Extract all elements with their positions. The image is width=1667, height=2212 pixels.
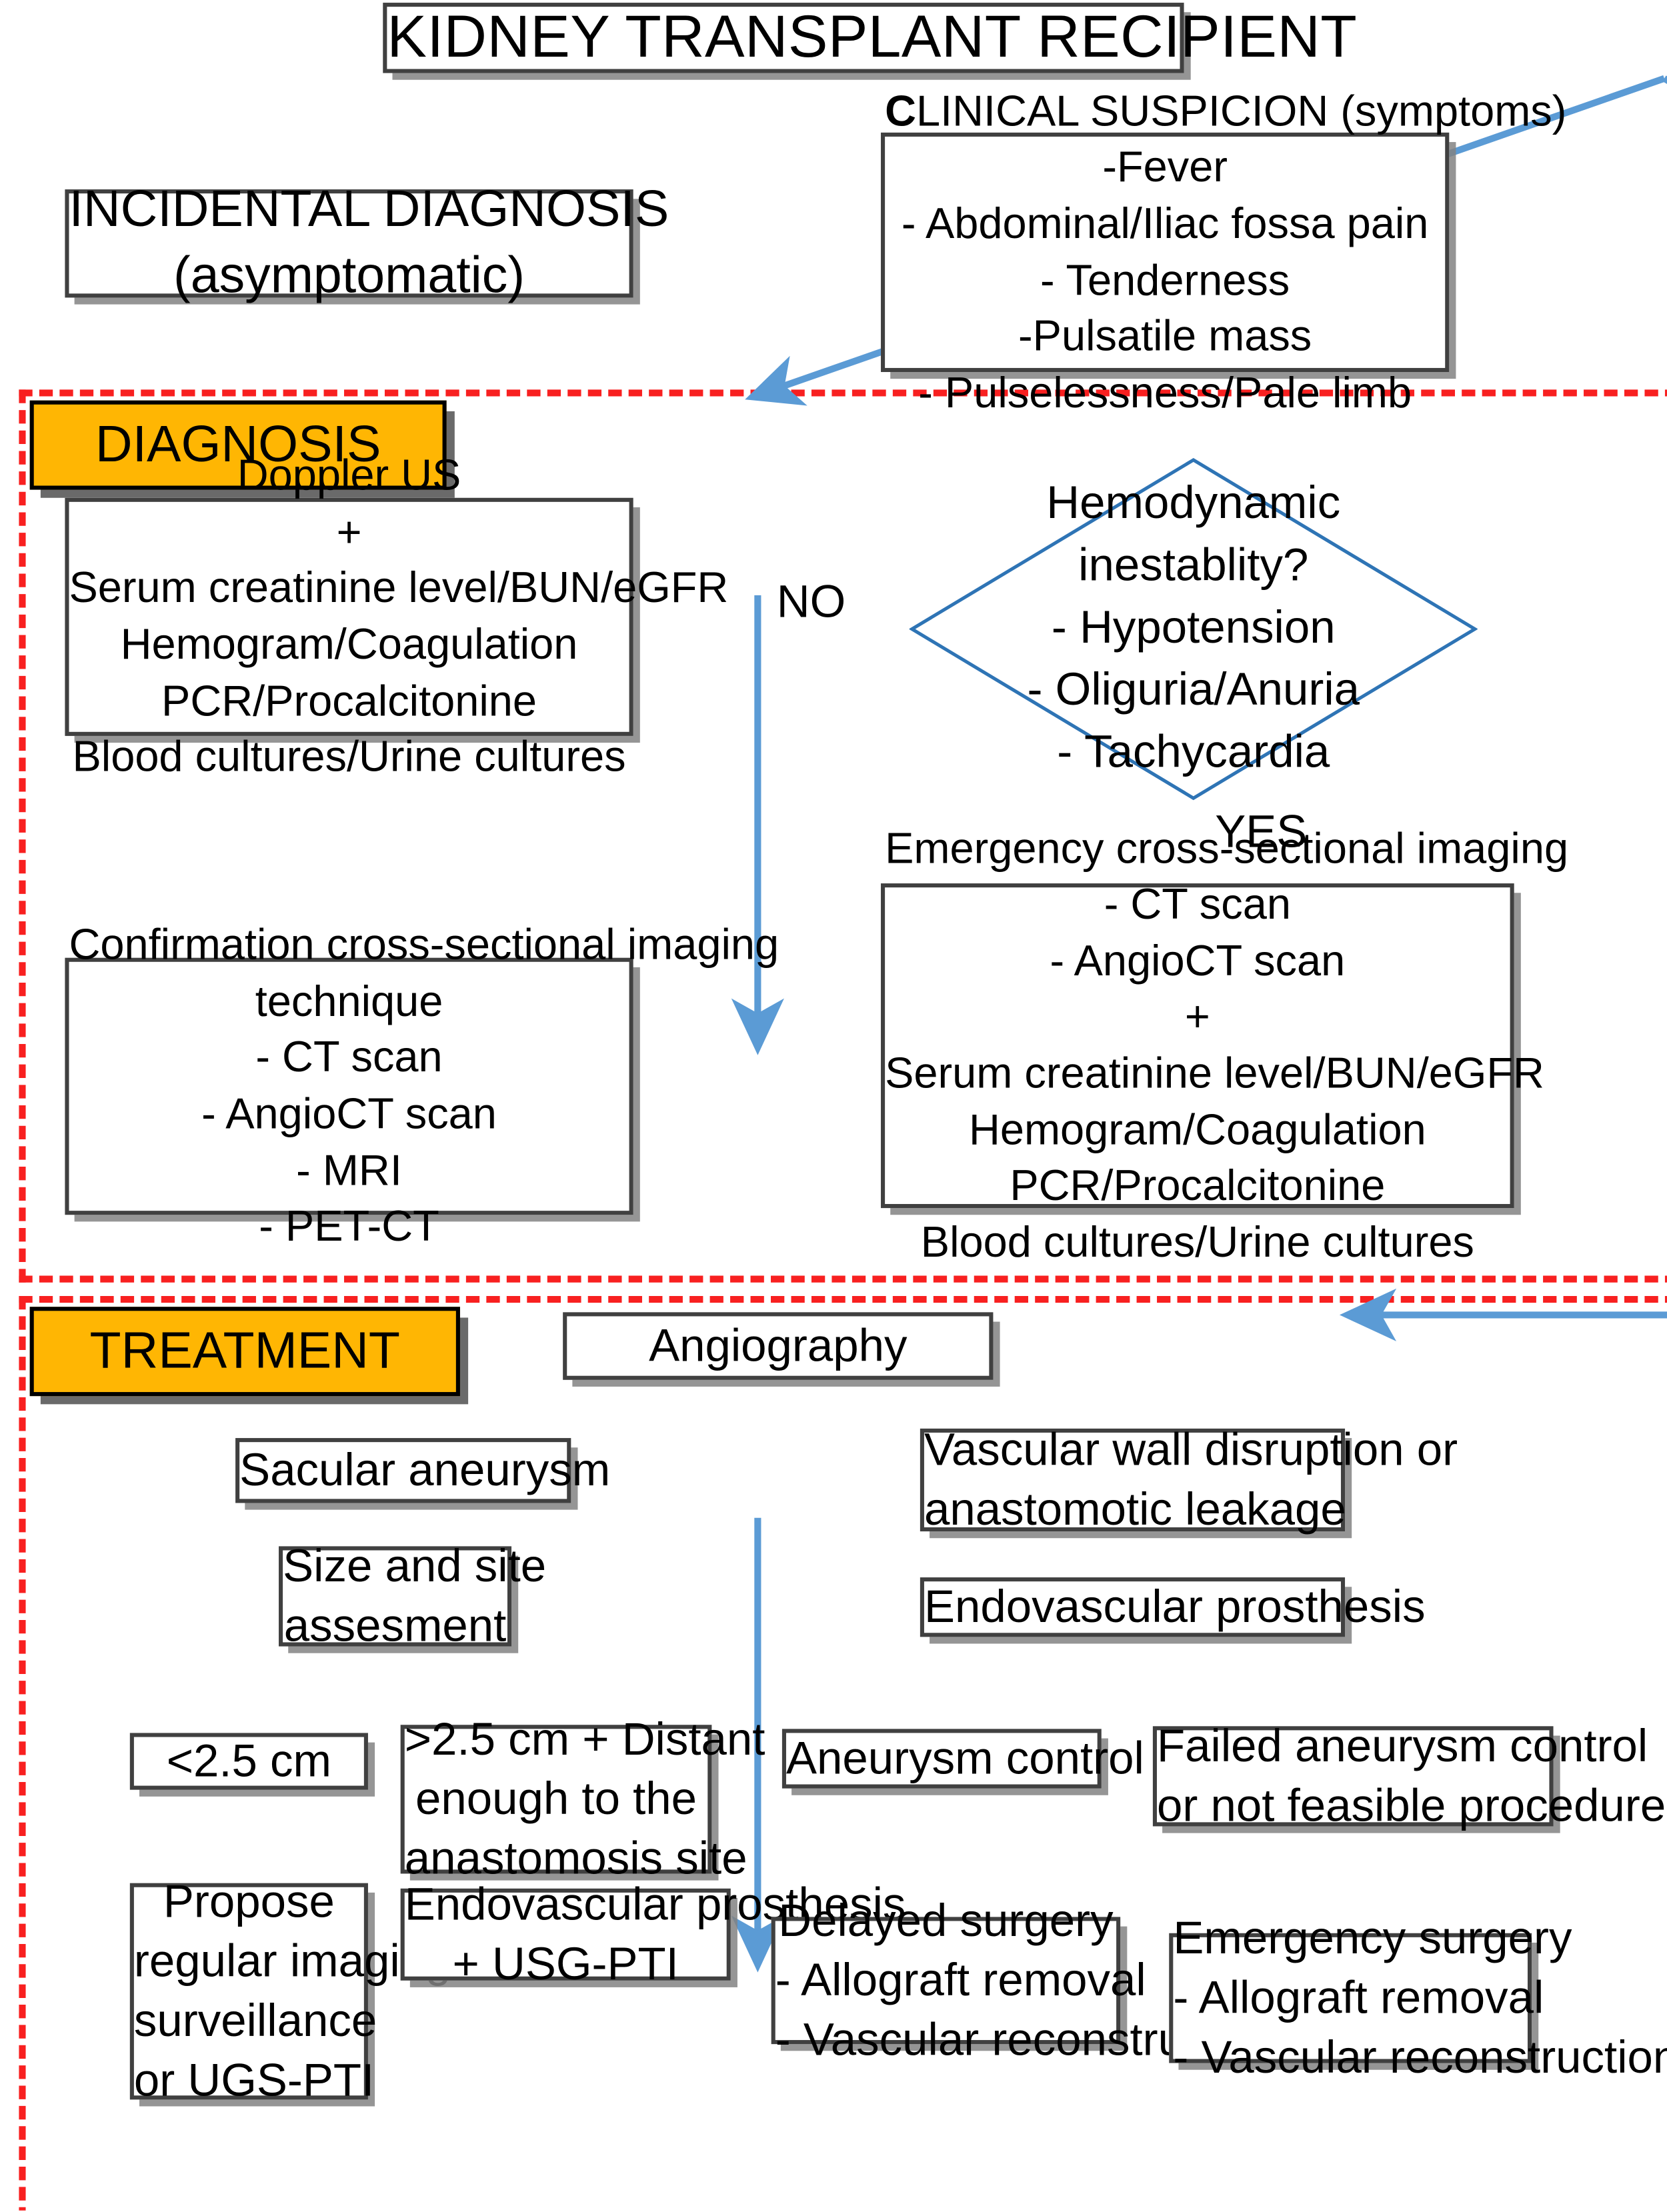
node-delayed-surgery[interactable]: Delayed surgery - Allograft removal - Va…	[771, 1895, 1281, 2066]
node-angiography-line-0: Angiography	[649, 1320, 908, 1372]
node-vascular-wall-line-1: anastomotic leakage	[924, 1484, 1346, 1536]
node-propose-line-2: surveillance	[133, 1995, 377, 2047]
node-confirmation-line-5: - PET-CT	[259, 1201, 439, 1251]
node-aneurysm-control-line-0: Aneurysm control	[785, 1733, 1144, 1785]
node-size-site-line-1: assesment	[283, 1600, 507, 1652]
node-propose-surveillance[interactable]: Propose regular imaging surveillance or …	[129, 1876, 451, 2107]
node-incidental-line-1: (asymptomatic)	[173, 247, 525, 305]
node-vascular-wall-line-0: Vascular wall disruption or	[924, 1424, 1458, 1476]
node-angiography[interactable]: Angiography	[563, 1312, 994, 1380]
node-emergency-imaging-line-0: Emergency cross-sectional imaging	[885, 823, 1569, 873]
node-hemodynamic-line-0: Hemodynamic	[1046, 477, 1341, 529]
region-treatment	[19, 1295, 1667, 2211]
node-emergency-surgery-line-1: - Allograft removal	[1173, 1972, 1544, 2024]
node-doppler-line-3: Hemogram/Coagulation	[120, 619, 578, 669]
region-tag-diagnosis-label: DIAGNOSIS	[95, 415, 381, 473]
node-endo-usgpti-line-1: + USG-PTI	[452, 1938, 679, 1990]
node-confirmation-imaging[interactable]: Confirmation cross-sectional imaging tec…	[65, 920, 779, 1250]
clinical-heading-initial: C	[885, 86, 917, 135]
node-lt25-line-0: <2.5 cm	[166, 1735, 332, 1787]
node-clinical-line-1: - Abdominal/Iliac fossa pain	[901, 199, 1429, 248]
diamond-shape	[909, 457, 1478, 801]
node-emergency-surgery-line-2: - Vascular reconstruction	[1173, 2032, 1667, 2084]
node-emergency-imaging-line-2: - AngioCT scan	[1050, 935, 1346, 985]
node-confirmation-line-3: - AngioCT scan	[201, 1089, 497, 1138]
node-failed-control-line-1: or not feasible procedure	[1156, 1780, 1666, 1832]
node-doppler-line-2: Serum creatinine level/BUN/eGFR	[69, 563, 729, 613]
node-gt25-line-1: enough to the	[415, 1773, 697, 1825]
node-clinical-line-0: -Fever	[1102, 142, 1228, 191]
node-clinical-heading: CLINICAL SUSPICION (symptoms)	[885, 83, 1566, 139]
node-propose-line-3: or UGS-PTI	[133, 2055, 375, 2107]
region-tag-treatment: TREATMENT	[29, 1307, 460, 1397]
node-doppler-line-1: +	[336, 507, 362, 556]
node-size-site-assessment[interactable]: Size and site assesment	[279, 1541, 546, 1652]
node-gt25-line-2: anastomosis site	[404, 1833, 747, 1885]
node-root-line-0: KIDNEY TRANSPLANT RECIPIENT	[387, 4, 1358, 71]
region-tag-treatment-label: TREATMENT	[89, 1322, 401, 1379]
node-hemodynamic-line-4: - Tachycardia	[1057, 726, 1330, 778]
node-endo-usgpti-line-0: Endovascular prosthesis	[404, 1879, 906, 1931]
node-clinical-suspicion[interactable]: CLINICAL SUSPICION (symptoms) -Fever - A…	[881, 86, 1566, 416]
edge-label-yes-text: YES	[1215, 806, 1308, 858]
node-incidental-line-0: INCIDENTAL DIAGNOSIS	[69, 181, 669, 238]
edge-label-no-text: NO	[776, 576, 846, 628]
node-endovascular-prosthesis[interactable]: Endovascular prosthesis	[920, 1577, 1426, 1637]
node-doppler-us[interactable]: Doppler US + Serum creatinine level/BUN/…	[65, 451, 729, 781]
node-delayed-surgery-line-1: - Allograft removal	[775, 1955, 1146, 2007]
node-confirmation-line-1: technique	[255, 976, 443, 1025]
node-confirmation-line-0: Confirmation cross-sectional imaging	[69, 920, 779, 969]
node-vascular-wall-disruption[interactable]: Vascular wall disruption or anastomotic …	[920, 1424, 1458, 1535]
edge-label-yes: YES	[1215, 806, 1307, 859]
node-doppler-line-4: PCR/Procalcitonine	[161, 675, 537, 725]
node-clinical-line-2: - Tenderness	[1040, 255, 1290, 304]
node-size-lt-2-5cm[interactable]: <2.5 cm	[129, 1733, 368, 1790]
node-confirmation-line-4: - MRI	[296, 1145, 402, 1194]
node-aneurysm-control[interactable]: Aneurysm control	[781, 1729, 1144, 1789]
node-delayed-surgery-line-0: Delayed surgery	[778, 1895, 1114, 1947]
node-propose-line-0: Propose	[163, 1875, 335, 1927]
node-hemodynamic-instability-decision[interactable]: Hemodynamic inestablity? - Hypotension -…	[909, 457, 1478, 801]
node-emergency-imaging[interactable]: Emergency cross-sectional imaging - CT s…	[881, 823, 1568, 1266]
node-emergency-imaging-line-5: Hemogram/Coagulation	[968, 1105, 1426, 1154]
node-failed-aneurysm-control[interactable]: Failed aneurysm control or not feasible …	[1152, 1721, 1666, 1832]
node-sacular-line-0: Sacular aneurysm	[239, 1445, 611, 1497]
node-hemodynamic-line-2: - Hypotension	[1051, 602, 1336, 654]
clinical-heading-rest: LINICAL SUSPICION (symptoms)	[916, 86, 1567, 135]
node-kidney-transplant-recipient[interactable]: KIDNEY TRANSPLANT RECIPIENT	[383, 3, 1357, 73]
edge-label-no: NO	[777, 576, 846, 629]
node-delayed-surgery-line-2: - Vascular reconstruction	[775, 2014, 1281, 2066]
node-clinical-line-4: - Pulselessness/Pale limb	[918, 367, 1412, 417]
node-emergency-imaging-line-6: PCR/Procalcitonine	[1010, 1161, 1386, 1210]
node-clinical-line-3: -Pulsatile mass	[1018, 311, 1312, 360]
node-hemodynamic-line-3: - Oliguria/Anuria	[1027, 664, 1360, 716]
node-emergency-surgery-line-0: Emergency surgery	[1173, 1912, 1572, 1964]
node-failed-control-line-0: Failed aneurysm control	[1156, 1720, 1648, 1772]
node-emergency-surgery[interactable]: Emergency surgery - Allograft removal - …	[1169, 1913, 1667, 2083]
node-emergency-imaging-line-1: - CT scan	[1104, 879, 1291, 929]
node-hemodynamic-line-1: inestablity?	[1078, 539, 1309, 592]
node-sacular-aneurysm[interactable]: Sacular aneurysm	[235, 1438, 611, 1503]
node-size-site-line-0: Size and site	[283, 1540, 547, 1593]
node-size-gt-2-5cm[interactable]: >2.5 cm + Distant enough to the anastomo…	[400, 1713, 765, 1885]
node-propose-line-1: regular imaging	[133, 1935, 451, 1987]
node-doppler-line-5: Blood cultures/Urine cultures	[72, 732, 626, 781]
node-doppler-line-0: Doppler US	[237, 451, 461, 500]
node-emergency-imaging-line-3: +	[1184, 992, 1210, 1041]
node-endovascular-prosthesis-usgpti[interactable]: Endovascular prosthesis + USG-PTI	[400, 1879, 906, 1990]
node-emergency-imaging-line-4: Serum creatinine level/BUN/eGFR	[885, 1048, 1544, 1097]
node-confirmation-line-2: - CT scan	[255, 1033, 443, 1082]
region-tag-diagnosis: DIAGNOSIS	[29, 400, 447, 490]
node-incidental-diagnosis[interactable]: INCIDENTAL DIAGNOSIS (asymptomatic)	[65, 181, 669, 305]
node-gt25-line-0: >2.5 cm + Distant	[404, 1713, 765, 1765]
node-endo-prosthesis-line-0: Endovascular prosthesis	[924, 1581, 1426, 1633]
node-emergency-imaging-line-7: Blood cultures/Urine cultures	[920, 1217, 1474, 1266]
